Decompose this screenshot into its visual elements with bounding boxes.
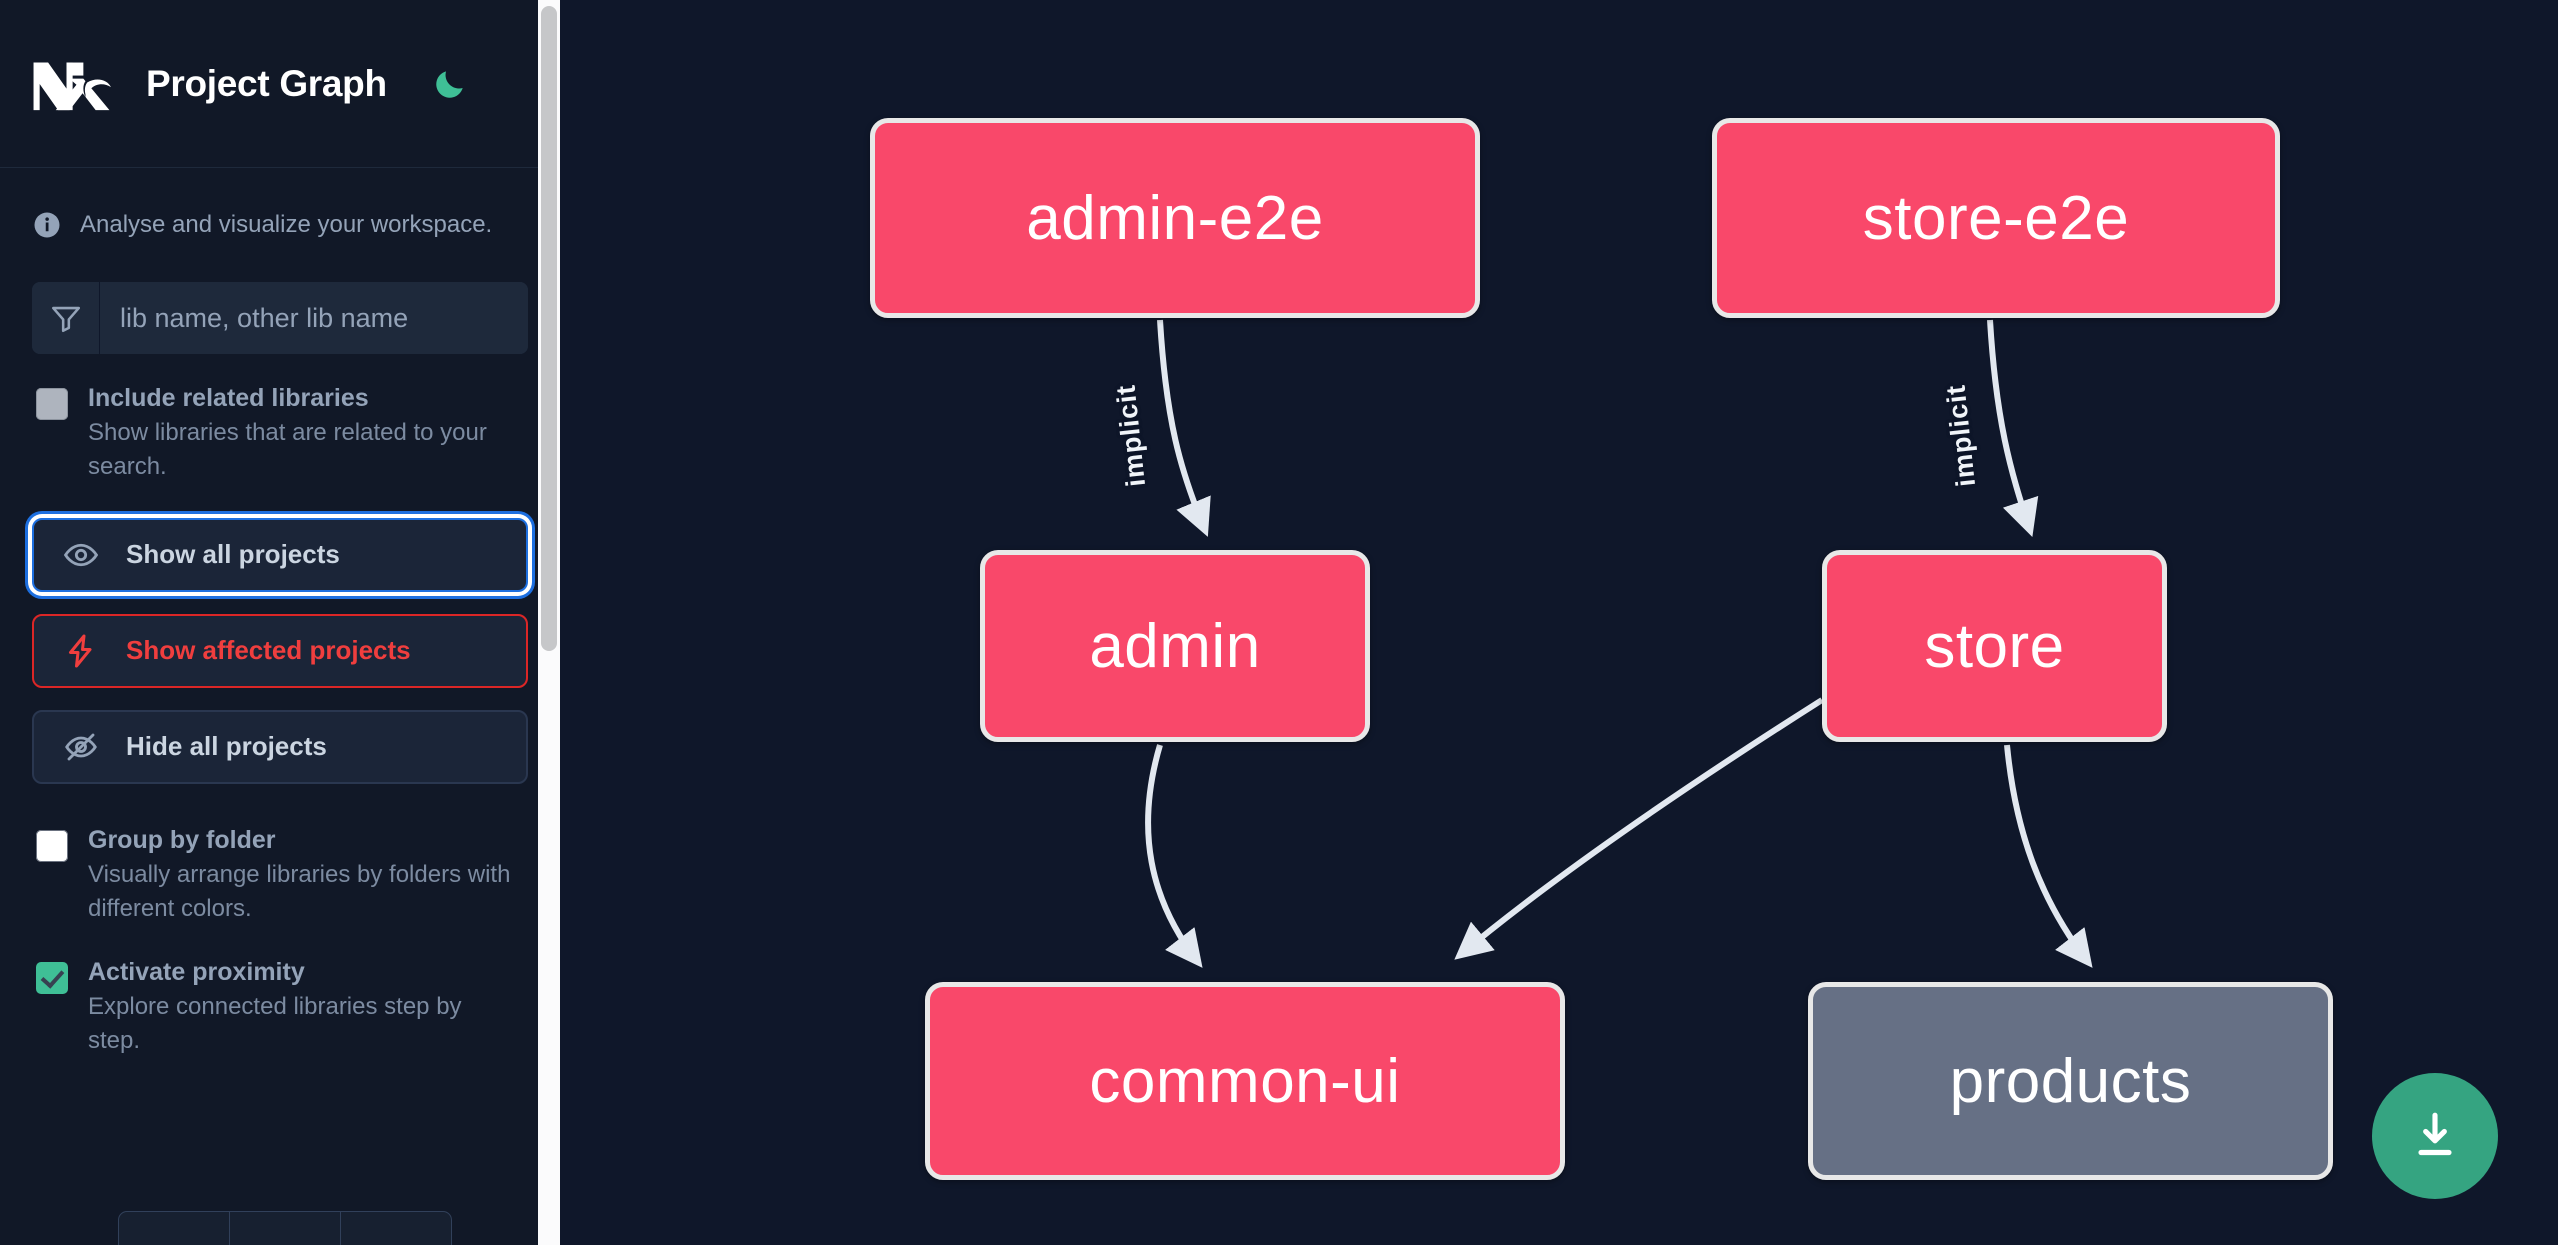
proximity-segmented-control[interactable] (118, 1211, 452, 1245)
checkbox-description: Explore connected libraries step by step… (88, 992, 462, 1054)
lightning-bolt-icon (62, 632, 100, 670)
edge-store-e2e-to-store (1987, 319, 2039, 538)
sidebar: Project Graph Analyse and visualize yo (0, 0, 560, 1245)
graph-edges (1145, 319, 2093, 968)
download-image-button[interactable] (2372, 1073, 2498, 1199)
segment-2[interactable] (230, 1212, 341, 1245)
checkbox-include-related-libraries[interactable]: Include related libraries Show libraries… (0, 354, 560, 484)
download-icon (2407, 1107, 2463, 1166)
graph-node-admin[interactable]: admin (980, 550, 1370, 742)
sidebar-note: Analyse and visualize your workspace. (0, 168, 560, 252)
checkbox-label: Group by folder (88, 825, 276, 854)
project-action-buttons: Show all projects Show affected projects (0, 484, 560, 784)
node-label: admin (1089, 611, 1261, 681)
info-circle-icon (32, 210, 62, 240)
node-label: store-e2e (1862, 183, 2130, 253)
checkbox-text-group: Group by folder Visually arrange librari… (88, 824, 518, 926)
checkbox-text-group: Activate proximity Explore connected lib… (88, 956, 518, 1058)
sidebar-scrollbar-thumb[interactable] (541, 6, 557, 651)
sidebar-header: Project Graph (0, 0, 560, 168)
eye-off-icon (62, 728, 100, 766)
moon-icon[interactable] (431, 65, 469, 103)
eye-icon (62, 536, 100, 574)
checkbox-description: Visually arrange libraries by folders wi… (88, 860, 511, 922)
show-affected-projects-label: Show affected projects (126, 635, 411, 666)
graph-node-store-e2e[interactable]: store-e2e (1712, 118, 2280, 318)
checkbox-activate-proximity[interactable]: Activate proximity Explore connected lib… (0, 926, 560, 1058)
node-label: common-ui (1089, 1046, 1401, 1116)
checkbox-label: Activate proximity (88, 957, 305, 986)
sidebar-note-text: Analyse and visualize your workspace. (80, 211, 493, 238)
search-bar (32, 282, 528, 354)
show-all-projects-button[interactable]: Show all projects (32, 517, 528, 592)
checkbox-description: Show libraries that are related to your … (88, 418, 487, 480)
edge-store-to-common-ui (1454, 697, 1824, 960)
filter-funnel-icon[interactable] (32, 282, 100, 354)
sidebar-scroll-area: Project Graph Analyse and visualize yo (0, 0, 560, 1245)
show-affected-projects-button[interactable]: Show affected projects (32, 613, 528, 688)
node-label: products (1949, 1046, 2192, 1116)
segment-3[interactable] (341, 1212, 451, 1245)
checkbox-group-by-folder[interactable]: Group by folder Visually arrange librari… (0, 784, 560, 926)
page-title: Project Graph (146, 62, 387, 104)
graph-node-products[interactable]: products (1808, 982, 2333, 1180)
edge-admin-e2e-to-admin (1157, 319, 1211, 537)
segment-1[interactable] (119, 1212, 230, 1245)
edge-store-to-products (2004, 744, 2093, 968)
graph-node-store[interactable]: store (1822, 550, 2167, 742)
hide-all-projects-button[interactable]: Hide all projects (32, 709, 528, 784)
hide-all-projects-label: Hide all projects (126, 731, 327, 762)
sidebar-scrollbar[interactable] (538, 0, 560, 1245)
checkbox-label: Include related libraries (88, 384, 369, 412)
show-all-projects-label: Show all projects (126, 539, 340, 570)
nx-logo-icon (32, 53, 124, 115)
node-label: admin-e2e (1026, 183, 1324, 253)
search-input[interactable] (100, 282, 528, 354)
edge-admin-to-common-ui (1145, 744, 1203, 968)
graph-node-common-ui[interactable]: common-ui (925, 982, 1565, 1180)
graph-node-admin-e2e[interactable]: admin-e2e (870, 118, 1480, 318)
graph-canvas[interactable]: admin-e2e store-e2e admin store common-u… (560, 0, 2558, 1245)
node-label: store (1924, 611, 2065, 681)
checkbox-indicator[interactable] (36, 388, 68, 420)
checkbox-indicator[interactable] (36, 961, 68, 994)
checkbox-indicator[interactable] (36, 829, 68, 862)
checkbox-text-group: Include related libraries Show libraries… (88, 382, 518, 484)
